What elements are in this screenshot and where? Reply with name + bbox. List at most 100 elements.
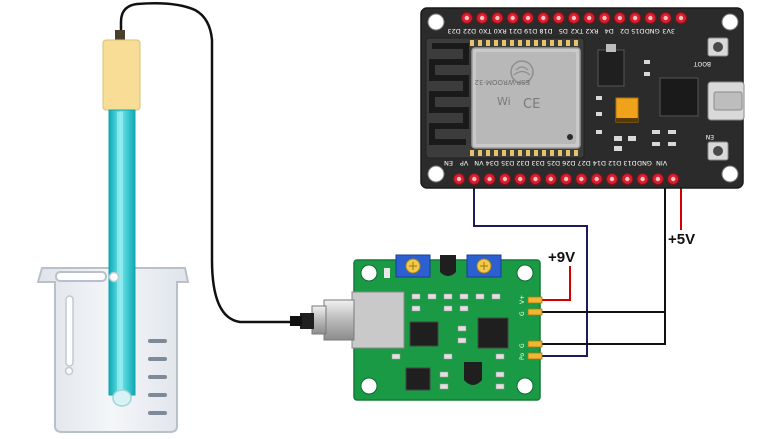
top-pin-label: D19: [524, 27, 537, 35]
top-pin-label: D23: [448, 27, 461, 35]
top-pin-3v3: 3V3: [662, 12, 687, 35]
bottom-pin-d33: D33: [532, 159, 557, 185]
potentiometer-right[interactable]: [466, 254, 502, 278]
wire-9v: [540, 266, 571, 301]
wire-ground-main: [540, 181, 666, 345]
bottom-pin-d12: D12: [608, 159, 634, 185]
top-pin-label: RX2: [585, 27, 598, 35]
top-pin-rx2: RX2: [585, 12, 611, 35]
top-pin-label: D15: [631, 27, 644, 35]
top-pin-label: 3V3: [662, 27, 675, 35]
wire-signal-po: [473, 181, 588, 357]
regulator-chip: [405, 367, 431, 391]
bottom-pin-d26: D26: [562, 159, 588, 185]
label-5v: +5V: [668, 231, 695, 248]
bottom-pin-label: VN: [474, 159, 483, 167]
bottom-pin-label: D33: [532, 159, 545, 167]
ph-pin-label: Po: [519, 353, 526, 360]
label-9v: +9V: [548, 249, 575, 266]
top-pin-d15: D15: [631, 12, 657, 35]
boot-label: BOOT: [694, 60, 711, 67]
ph-probe: [102, 2, 300, 407]
bottom-pin-vp: VP: [460, 159, 481, 185]
usb-port: [707, 81, 745, 121]
top-pin-tx2: TX2: [571, 12, 596, 35]
bottom-pin-label: EN: [444, 159, 453, 167]
top-pin-label: GND: [645, 27, 660, 35]
bottom-pin-label: D27: [577, 159, 590, 167]
svg-text:CE: CE: [523, 97, 540, 112]
bnc-connector: [290, 291, 405, 349]
top-pin-rx0: RX0: [494, 12, 519, 35]
ph-pin-label: G: [519, 343, 526, 348]
top-pin-d23: D23: [448, 12, 473, 35]
probe-cable: [119, 2, 300, 324]
top-pin-label: D21: [509, 27, 522, 35]
transistor-bottom: [464, 362, 482, 385]
en-button[interactable]: [707, 141, 729, 161]
op-amp-chip-right: [477, 317, 509, 349]
bottom-pin-d13: D13: [623, 159, 649, 185]
top-pin-label: D5: [559, 27, 568, 35]
voltage-regulator: [597, 49, 625, 87]
top-pin-d5: D5: [559, 12, 580, 35]
module-label: ESP-WROOM-32: [475, 78, 530, 86]
top-pin-label: D22: [463, 27, 476, 35]
top-pin-label: D18: [539, 27, 552, 35]
op-amp-chip-left: [409, 321, 439, 347]
bottom-pin-label: D34: [486, 159, 499, 167]
top-pin-label: D4: [605, 27, 614, 35]
beaker-spout: [55, 271, 107, 282]
top-pin-gnd: GND: [645, 12, 672, 35]
bottom-pin-en: EN: [444, 159, 465, 185]
boot-button[interactable]: [707, 37, 729, 57]
transistor-top: [440, 255, 456, 276]
bottom-pin-label: D25: [547, 159, 560, 167]
potentiometer-left[interactable]: [395, 254, 431, 278]
bottom-pin-label: D32: [516, 159, 529, 167]
bottom-pin-vin: VIN: [656, 159, 680, 185]
ph-pin-g-1: G: [519, 308, 543, 316]
bottom-pin-label: D35: [501, 159, 514, 167]
top-pin-label: D2: [620, 27, 629, 35]
svg-text:Wi: Wi: [497, 95, 511, 108]
ph-output-header: V+ G G Po: [519, 295, 543, 360]
bottom-pin-label: VP: [460, 159, 468, 167]
top-pin-tx0: TX0: [479, 12, 504, 35]
bottom-pin-gnd: GND: [637, 159, 664, 185]
en-label: EN: [706, 133, 714, 140]
esp32-board: ESP-WROOM-32 Wi CE BOOT EN: [420, 7, 745, 189]
top-pin-d19: D19: [524, 12, 550, 35]
top-pin-label: RX0: [494, 27, 507, 35]
ph-sensor-module: V+ G G Po: [290, 254, 543, 401]
top-pin-label: TX0: [479, 27, 493, 35]
ph-pin-g-2: G: [519, 340, 543, 348]
bottom-pin-d34: D34: [486, 159, 511, 185]
top-pin-d21: D21: [509, 12, 534, 35]
esp-wroom-module: ESP-WROOM-32 Wi CE: [425, 37, 585, 159]
wires: [473, 181, 682, 357]
ph-pin-po-3: Po: [519, 353, 543, 360]
top-pin-d2: D2: [620, 12, 642, 35]
top-pin-d18: D18: [539, 12, 565, 35]
bottom-pin-label: D26: [562, 159, 575, 167]
bottom-pin-d35: D35: [501, 159, 527, 185]
bottom-pin-label: D12: [608, 159, 621, 167]
bottom-pin-d32: D32: [516, 159, 542, 185]
probe-cap: [102, 39, 141, 111]
bottom-pin-label: D14: [593, 159, 606, 167]
probe-bulb: [112, 389, 132, 407]
bottom-pin-d14: D14: [593, 159, 618, 185]
bottom-pin-label: VIN: [656, 159, 667, 167]
ph-pin-label: G: [519, 311, 526, 316]
ph-pin-label: V+: [519, 295, 526, 304]
bottom-pin-vn: VN: [474, 159, 496, 185]
top-pin-label: TX2: [571, 27, 585, 35]
bottom-pin-label: GND: [637, 159, 652, 167]
bottom-pin-d25: D25: [547, 159, 573, 185]
bottom-pin-d27: D27: [577, 159, 603, 185]
top-pin-d4: D4: [605, 12, 626, 35]
usb-uart-chip: [659, 77, 699, 117]
